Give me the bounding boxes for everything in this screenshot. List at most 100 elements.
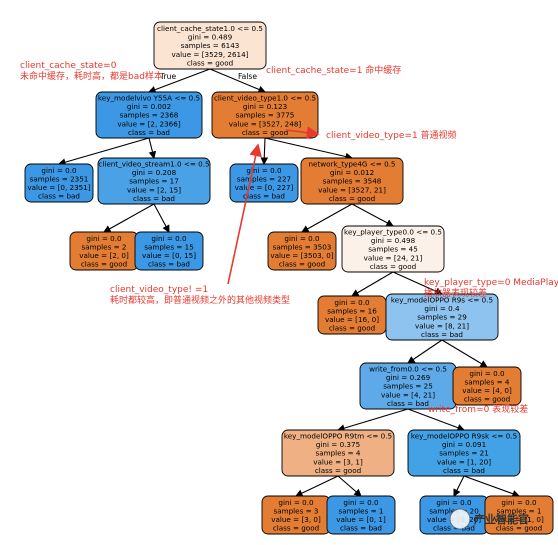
tree-node-line: samples = 25 [383,382,433,391]
false-branch-label: False [238,72,257,81]
tree-edge [103,203,155,233]
tree-node-line: samples = 2368 [120,111,179,120]
tree-node-line: class = bad [148,260,190,269]
tree-node-line: gini = 0.0 [151,234,187,243]
tree-node-line: client_video_stream1.0 <= 0.5 [98,160,209,169]
tree-node-line: value = [0, 227] [235,183,294,192]
tree-node-line: samples = 3775 [236,111,295,120]
tree-node-line: samples = 1 [338,506,383,515]
tree-node-line: class = bad [443,466,485,475]
tree-edge-labels: True False [159,72,257,81]
tree-node-line: gini = 0.208 [132,168,177,177]
tree-node-line: value = [4, 0] [462,386,512,395]
tree-node-line: value = [4, 21] [381,390,435,399]
tree-node-line: samples = 3 [273,506,318,515]
tree-node-line: samples = 4 [464,377,509,386]
tree-node-line: value = [3529, 2614] [172,50,249,59]
tree-node-line: class = good [329,324,375,333]
tree-node-line: gini = 0.0 [278,498,314,507]
tree-edge [260,137,269,166]
tree-node-line: class = good [242,128,288,137]
tree-edge [407,408,466,432]
tree-node-line: samples = 45 [368,245,418,254]
tree-node-line: gini = 0.0 [41,166,77,175]
tree-node-line: value = [3, 1] [313,457,363,466]
tree-node-line: value = [24, 21] [364,253,423,262]
tree-node-line: gini = 0.489 [188,33,233,42]
tree-node-line: key_modelOPPO R9tm <= 0.5 [284,432,392,441]
tree-node-line: samples = 15 [144,242,194,251]
tree-node-line: gini = 0.123 [243,102,287,111]
tree-edge [148,137,157,160]
tree-node-line: value = [0, 1] [336,515,386,524]
tree-node-line: network_type4G <= 0.5 [308,160,395,169]
tree-node-line: gini = 0.0 [246,166,282,175]
tree-node-box [97,157,211,205]
annotation-text: client_cache_state=1 命中缓存 [266,64,401,76]
tree-node-box [326,495,396,535]
tree-node-line: samples = 2 [81,242,126,251]
tree-edge [351,203,394,227]
tree-edge [392,271,444,295]
tree-node-line: samples = 17 [129,177,179,186]
tree-node-line: value = [1, 0] [494,515,544,524]
tree-node-line: class = good [315,466,361,475]
tree-node-line: write_from0.0 <= 0.5 [369,365,447,374]
tree-node-line: key_player_type0.0 <= 0.5 [344,228,442,237]
tree-node-line: samples = 2351 [30,174,89,183]
annotation-text: client_cache_state=0 [20,61,117,71]
tree-edge [441,339,488,368]
tree-node-line: gini = 0.0 [284,234,320,243]
tree-node-line: gini = 0.0 [436,498,472,507]
tree-node-box [341,225,445,273]
annotation-arrow [285,126,320,139]
tree-node-line: class = good [370,262,416,271]
tree-node-line: key_modelOPPO R9sk <= 0.5 [411,432,517,441]
tree-node-line: samples = 227 [237,174,291,183]
annotation-text: client_video_type=1 普通视频 [326,129,457,141]
tree-node-line: class = bad [421,330,463,339]
annotation-text: write_from=0 表现较差 [428,403,528,415]
tree-node-line: value = [2, 0] [79,251,129,260]
tree-node-line: gini = 0.0 [343,498,379,507]
tree-node-line: gini = 0.0 [501,498,537,507]
tree-node-line: gini = 0.0 [334,298,370,307]
tree-node-line: class = bad [133,194,175,203]
tree-node-line: client_video_type1.0 <= 0.5 [214,94,316,103]
tree-node-box [24,163,94,203]
tree-edge [463,475,521,498]
tree-edge [209,68,267,94]
tree-node-line: value = [3527, 248] [229,119,302,128]
tree-edge [336,408,409,432]
tree-node-box [407,429,521,477]
tree-node-box [211,91,319,139]
tree-node-box [95,91,203,139]
tree-node-line: gini = 0.012 [330,168,374,177]
tree-node-line: samples = 1 [496,506,541,515]
tree-node-line: gini = 0.498 [371,236,416,245]
tree-node-line: value = [3503, 0] [270,251,333,260]
tree-node-line: class = good [81,260,127,269]
tree-node-line: class = good [273,524,319,533]
tree-node-box [153,21,267,70]
true-branch-label: True [159,72,176,81]
tree-edge [337,475,362,497]
tree-node-line: class = good [187,58,233,67]
tree-edge [453,475,465,497]
tree-node-line: gini = 0.4 [424,304,460,313]
tree-node-line: key_modelOPPO R9s <= 0.5 [391,296,493,305]
